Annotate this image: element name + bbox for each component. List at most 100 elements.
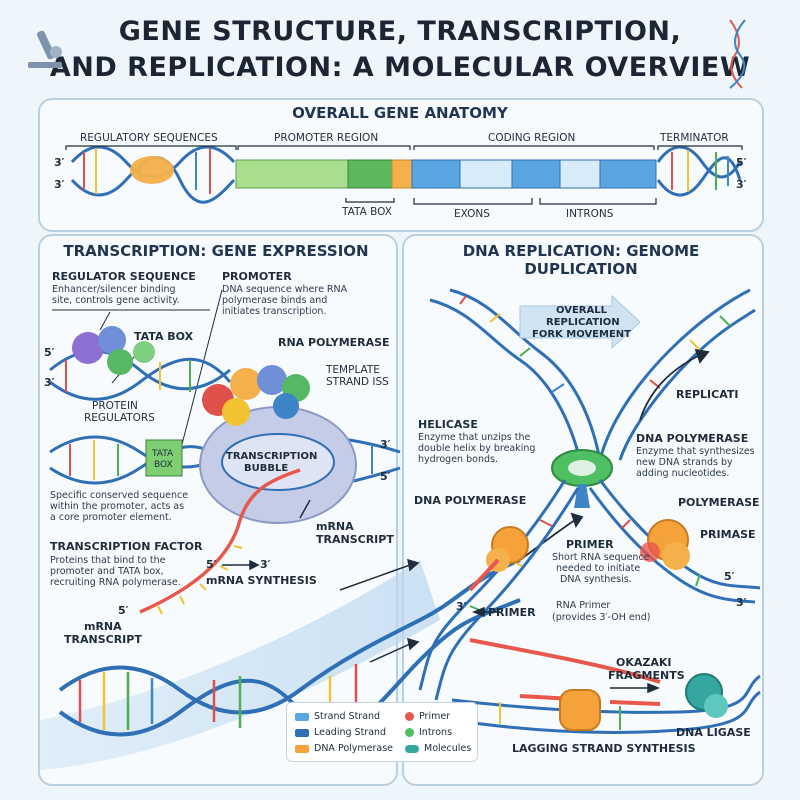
- fork-1: OVERALL: [556, 305, 607, 316]
- regulator-desc-1: Enhancer/silencer binding: [52, 284, 176, 295]
- primer2-label: PRIMER: [488, 606, 536, 619]
- anatomy-end-3-top: 3′: [54, 156, 65, 169]
- regulator-title: REGULATOR SEQUENCE: [52, 270, 196, 283]
- lagging-strand: [418, 479, 580, 701]
- primer-segment: [468, 558, 500, 592]
- legend-dnapol-swatch: [295, 744, 309, 753]
- mrna-transcript-left-2: TRANSCRIPT: [64, 633, 142, 646]
- legend: Strand Strand Leading Strand DNA Polymer…: [286, 702, 478, 762]
- bottom-helix: [58, 558, 521, 737]
- helicase-desc-2: double helix by breaking: [418, 443, 536, 454]
- legend-molecules-label: Molecules: [424, 743, 472, 754]
- factor-desc-1: Proteins that bind to the: [50, 555, 166, 566]
- dnapol-right-desc-2: new DNA strands by: [636, 457, 733, 468]
- legend-primer-swatch: [405, 712, 414, 721]
- coding-label: CODING REGION: [488, 132, 576, 144]
- factor-desc-3: recruiting RNA polymerase.: [50, 577, 181, 588]
- mrna-transcript-right-1: mRNA: [316, 520, 354, 533]
- tata-box-label: TATA BOX: [342, 206, 392, 218]
- helicase-desc-1: Enzyme that unzips the: [418, 432, 531, 443]
- specific-desc-1: Specific conserved sequence: [50, 490, 189, 501]
- trans-end-3a: 3′: [44, 376, 55, 389]
- specific-desc-2: within the promoter, acts as: [50, 501, 185, 512]
- helicase-title: HELICASE: [418, 418, 478, 431]
- protein-regulators-2: REGULATORS: [84, 412, 155, 424]
- rna-polymerase-label: RNA POLYMERASE: [278, 336, 390, 349]
- trans-end-3b: 3′: [380, 438, 391, 451]
- okazaki-primer: [469, 638, 661, 684]
- fork-3: FORK MOVEMENT: [532, 329, 631, 340]
- legend-strand-swatch: [295, 712, 309, 721]
- tata-box-title: TATA BOX: [134, 330, 194, 343]
- okazaki-arrow: [610, 682, 661, 694]
- template-strand-2: STRAND ISS: [326, 376, 389, 388]
- helicase-desc-3: hydrogen bonds.: [418, 454, 498, 465]
- trans-end-5a: 5′: [44, 346, 55, 359]
- primase-label: PRIMASE: [700, 528, 756, 541]
- dnapol-left-label: DNA POLYMERASE: [414, 494, 527, 507]
- polymerase-label: POLYMERASE: [678, 496, 760, 509]
- protein-regulators-1: PROTEIN: [92, 400, 138, 412]
- rna-primer-1: RNA Primer: [556, 600, 611, 611]
- legend-molecules: Molecules: [405, 743, 471, 754]
- legend-strand-label: Strand Strand: [314, 711, 381, 722]
- title-line-2: AND REPLICATION: A MOLECULAR OVERVIEW: [49, 52, 751, 83]
- legend-molecules-swatch: [405, 744, 419, 753]
- legend-strand: Strand Strand: [295, 711, 380, 722]
- anatomy-end-3-bottom: 3′: [54, 178, 65, 191]
- okazaki-fragments: [451, 673, 761, 734]
- repl-end-3: 3′: [736, 596, 747, 609]
- synth-5: 5′: [206, 558, 217, 571]
- promoter-title: PROMOTER: [222, 270, 292, 283]
- anatomy-end-5-top: 5′: [736, 156, 747, 169]
- bubble-1: TRANSCRIPTION: [226, 451, 318, 462]
- transcription-leaders: [52, 289, 223, 453]
- legend-dnapol: DNA Polymerase: [295, 743, 393, 754]
- mrna-transcript-right-2: TRANSCRIPT: [316, 533, 394, 546]
- mrna-end-5: 5′: [118, 604, 129, 617]
- anatomy-helix-right: [656, 145, 742, 197]
- helicase-center: [568, 460, 596, 476]
- lagging-label: LAGGING STRAND SYNTHESIS: [512, 742, 696, 755]
- flow-band: [40, 560, 440, 770]
- dnapol-right-title: DNA POLYMERASE: [636, 432, 749, 445]
- dnapol-right-desc-3: adding nucleotides.: [636, 468, 730, 479]
- legend-primer: Primer: [405, 711, 450, 722]
- microscope-icon: [28, 30, 62, 68]
- primer-arrow: [471, 606, 500, 618]
- coding-block: [411, 159, 657, 189]
- legend-leading-label: Leading Strand: [314, 727, 387, 738]
- promoter-label: PROMOTER REGION: [274, 132, 379, 144]
- trans-end-5b: 5′: [380, 470, 391, 483]
- mrna-synthesis-label: mRNA SYNTHESIS: [206, 574, 317, 587]
- primer-desc-2: needed to initiate: [556, 563, 641, 574]
- legend-introns-label: Introns: [419, 727, 453, 738]
- specific-desc-3: a core promoter element.: [50, 512, 172, 523]
- factor-desc-2: promoter and TATA box,: [50, 566, 164, 577]
- anatomy-helix-left: [70, 145, 236, 204]
- promoter-desc-3: initiates transcription.: [222, 306, 327, 317]
- helicase-wedge: [574, 484, 590, 508]
- primer-desc-3: DNA synthesis.: [560, 574, 632, 585]
- replication-title: DNA REPLICATION: GENOME DUPLICATION: [462, 242, 700, 278]
- leading-strand: [588, 479, 761, 604]
- promoter-desc-2: polymerase binds and: [222, 295, 328, 306]
- legend-leading-swatch: [295, 728, 309, 737]
- fork-movement-arrow: [519, 294, 641, 350]
- template-strand-1: TEMPLATE: [326, 364, 380, 376]
- primer-desc-1: Short RNA sequence: [552, 552, 650, 563]
- okazaki-2: FRAGMENTS: [608, 669, 685, 682]
- anatomy-title: OVERALL GENE ANATOMY: [292, 104, 508, 122]
- tata-box-inner-2: BOX: [154, 460, 173, 470]
- legend-introns: Introns: [405, 727, 452, 738]
- repl-end-5: 5′: [724, 570, 735, 583]
- okazaki-1: OKAZAKI: [616, 656, 672, 669]
- legend-introns-swatch: [405, 728, 414, 737]
- title-line-1: GENE STRUCTURE, TRANSCRIPTION,: [118, 16, 682, 47]
- rna-polymerase-complex: [199, 365, 357, 524]
- promoter-block: [235, 159, 413, 189]
- anatomy-brackets: [65, 145, 743, 205]
- introns-label: INTRONS: [566, 208, 614, 220]
- terminator-label: TERMINATOR: [660, 132, 729, 144]
